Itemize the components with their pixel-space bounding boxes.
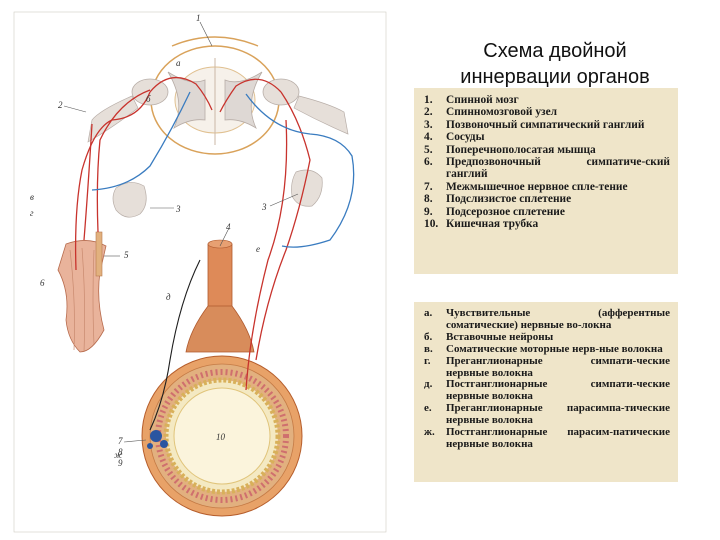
title-line-2: иннервации органов xyxy=(460,66,650,88)
striated-muscle xyxy=(57,231,107,353)
label-g: г xyxy=(30,208,34,218)
structure-legend-item: 8. Подслизистое сплетение xyxy=(424,193,670,205)
fiber-legend-text: Вставочные нейроны xyxy=(446,330,554,343)
fiber-legend-text: Постганглионарные симпати-ческие нервные… xyxy=(446,378,670,403)
structure-legend-text: Подслизистое сплетение xyxy=(446,193,572,206)
structure-legend-item: 7. Межмышечное нервное спле-тение xyxy=(424,181,670,193)
fiber-legend-text: Преганглионарные парасимпа-тические нерв… xyxy=(446,402,670,427)
label-3b: 3 xyxy=(261,202,267,212)
label-4: 4 xyxy=(226,222,231,232)
label-a: а xyxy=(176,58,181,68)
structure-legend-key: 5. xyxy=(424,143,433,156)
gut-tube xyxy=(141,239,303,517)
label-b: б xyxy=(146,94,151,104)
fibers-list: а. Чувствительные (афферентные соматическ… xyxy=(414,302,678,455)
preganglionic-fibers xyxy=(149,259,201,431)
structure-legend-text: Межмышечное нервное спле-тение xyxy=(446,180,628,193)
fiber-legend-item: а. Чувствительные (афферентные соматическ… xyxy=(424,307,670,332)
fibers-legend: а. Чувствительные (афферентные соматическ… xyxy=(414,302,678,482)
structure-legend-item: 4. Сосуды xyxy=(424,131,670,143)
fiber-legend-item: ж. Постганглионарные парасим-патические н… xyxy=(424,426,670,451)
structure-legend-key: 9. xyxy=(424,205,433,218)
structure-legend-item: 9. Подсерозное сплетение xyxy=(424,206,670,218)
fiber-legend-item: д. Постганглионарные симпати-ческие нервн… xyxy=(424,379,670,403)
structure-legend-item: 1. Спинной мозг xyxy=(424,94,670,106)
label-10: 10 xyxy=(216,432,226,442)
structure-legend-item: 10. Кишечная трубка xyxy=(424,218,670,230)
fiber-legend-item: б. Вставочные нейроны xyxy=(424,330,670,344)
structure-legend-text: Спинномозговой узел xyxy=(446,106,558,119)
label-6: 6 xyxy=(40,278,45,288)
label-9: 9 xyxy=(118,458,123,468)
structure-legend-text: Подсерозное сплетение xyxy=(446,205,565,218)
structure-legend-text: Спинной мозг xyxy=(446,94,519,106)
fiber-legend-key: а. xyxy=(424,307,433,319)
structure-legend-key: 7. xyxy=(424,180,433,193)
leader-lines xyxy=(63,21,299,443)
page-title: Схема двойной иннервации органов xyxy=(430,38,680,90)
motor-fibers xyxy=(91,91,355,248)
structure-legend-key: 2. xyxy=(424,106,433,119)
structure-legend-text: Кишечная трубка xyxy=(446,218,539,231)
structure-legend-text: Поперечнополосатая мышца xyxy=(446,143,596,156)
fiber-legend-key: ж. xyxy=(424,426,435,439)
label-zh: ж xyxy=(114,450,123,460)
sensory-fibers xyxy=(74,76,311,391)
structure-legend-key: 10. xyxy=(424,218,439,231)
structure-legend-item: 3. Позвоночный симпатический ганглий xyxy=(424,119,670,131)
title-line-1: Схема двойной xyxy=(483,40,627,62)
label-1: 1 xyxy=(196,13,201,23)
structures-list: 1. Спинной мозг 2. Спинномозговой узел 3. Поз… xyxy=(414,88,678,234)
fiber-legend-item: г. Преганглионарные симпати-ческие нервны… xyxy=(424,354,670,380)
fiber-legend-key: г. xyxy=(424,354,431,367)
prevertebral-ganglia xyxy=(112,169,323,218)
innervation-diagram: 1 2 3 3 4 5 6 7 8 9 10 а б в г д е ж xyxy=(13,11,387,533)
label-3a: 3 xyxy=(175,204,181,214)
structure-legend-item: 5. Поперечнополосатая мышца xyxy=(424,144,670,156)
label-5: 5 xyxy=(124,250,129,260)
structures-legend: 1. Спинной мозг 2. Спинномозговой узел 3. Поз… xyxy=(414,88,678,274)
structure-legend-key: 3. xyxy=(424,118,433,131)
structure-legend-key: 6. xyxy=(424,156,433,169)
fiber-legend-key: в. xyxy=(424,342,433,355)
fiber-legend-item: е. Преганглионарные парасимпа-тические не… xyxy=(424,402,670,427)
structure-legend-key: 4. xyxy=(424,131,433,144)
fiber-legend-key: б. xyxy=(424,330,433,343)
fiber-legend-text: Преганглионарные симпати-ческие нервные … xyxy=(446,354,670,379)
structure-legend-text: Позвоночный симпатический ганглий xyxy=(446,118,645,131)
label-e: е xyxy=(256,244,260,254)
label-v: в xyxy=(30,192,34,202)
fiber-legend-item: в. Соматические моторные нерв-ные волокна xyxy=(424,342,670,356)
fiber-legend-key: е. xyxy=(424,402,432,415)
fiber-legend-text: Постганглионарные парасим-патические нер… xyxy=(446,426,670,450)
structure-legend-key: 1. xyxy=(424,94,433,106)
structure-legend-item: 2. Спинномозговой узел xyxy=(424,106,670,118)
fiber-legend-text: Соматические моторные нерв-ные волокна xyxy=(446,342,663,355)
fiber-legend-text: Чувствительные (афферентные соматические… xyxy=(446,307,670,331)
structure-legend-text: Сосуды xyxy=(446,131,485,144)
structure-legend-text: Предпозвоночный симпатиче-ский ганглий xyxy=(446,156,670,181)
structure-legend-item: 6. Предпозвоночный симпатиче-ский ганглий xyxy=(424,156,670,181)
label-2: 2 xyxy=(58,100,63,110)
structure-legend-key: 8. xyxy=(424,193,433,206)
intramural-plexus xyxy=(147,430,168,449)
fiber-legend-key: д. xyxy=(424,378,433,391)
label-7: 7 xyxy=(118,436,123,446)
label-8: 8 xyxy=(118,447,123,457)
label-d: д xyxy=(166,292,171,302)
